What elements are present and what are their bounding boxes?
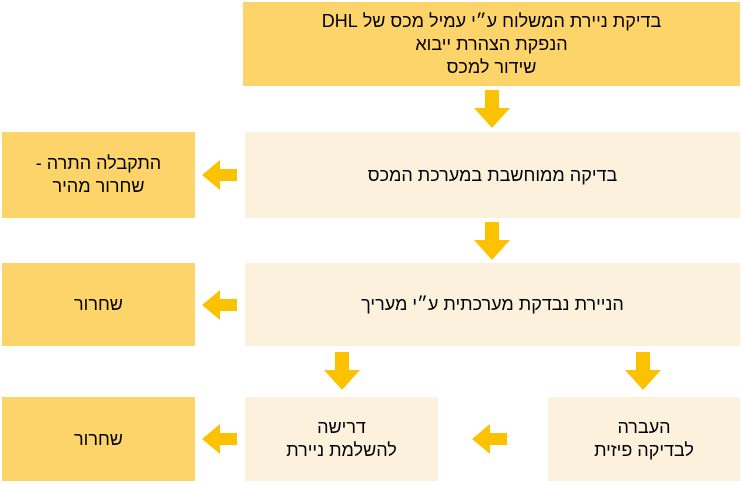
arrow-left-icon xyxy=(202,290,237,320)
node-paperwork-completion-request: דרישה להשלמת ניירת xyxy=(245,397,438,481)
node-text-line: להשלמת ניירת xyxy=(286,440,397,460)
arrow-down-icon xyxy=(625,352,661,390)
node-permit-received-quick-release: התקבלה התרה - שחרור מהיר xyxy=(2,132,195,218)
arrow-down-icon xyxy=(474,90,510,128)
node-text-line: לבדיקה פיזית xyxy=(594,440,694,460)
arrow-down-icon xyxy=(324,352,360,390)
arrow-left-icon xyxy=(202,160,237,190)
node-release-after-system-check: שחרור xyxy=(2,263,195,346)
node-text-line: שחרור xyxy=(74,294,123,314)
node-text-line: התקבלה התרה - xyxy=(35,153,162,173)
node-text-line: בדיקה ממוחשבת במערכת המכס xyxy=(367,164,618,185)
node-text-line: העברה xyxy=(617,417,671,437)
node-text-line: שחרור מהיר xyxy=(52,176,145,196)
node-text-line: שידור למכס xyxy=(446,56,537,77)
node-text-line: שחרור xyxy=(74,428,123,449)
node-release-final: שחרור xyxy=(2,397,195,481)
arrow-left-icon xyxy=(202,424,237,454)
node-computerized-customs-check: בדיקה ממוחשבת במערכת המכס xyxy=(245,132,740,218)
node-shipment-paperwork-check: בדיקת ניירת המשלוח ע״י עמיל מכס של DHL ה… xyxy=(243,2,740,86)
node-text-line: דרישה xyxy=(317,417,366,437)
node-text-line: הנפקת הצהרת ייבוא xyxy=(415,33,568,54)
arrow-down-icon xyxy=(474,222,510,260)
arrow-left-icon xyxy=(472,424,507,454)
node-text-line: הניירת נבדקת מערכתית ע״י מעריך xyxy=(361,294,624,314)
node-transfer-physical-inspection: העברה לבדיקה פיזית xyxy=(548,397,740,481)
node-text-line: בדיקת ניירת המשלוח ע״י עמיל מכס של DHL xyxy=(321,10,662,31)
node-appraiser-system-check: הניירת נבדקת מערכתית ע״י מעריך xyxy=(245,263,740,346)
